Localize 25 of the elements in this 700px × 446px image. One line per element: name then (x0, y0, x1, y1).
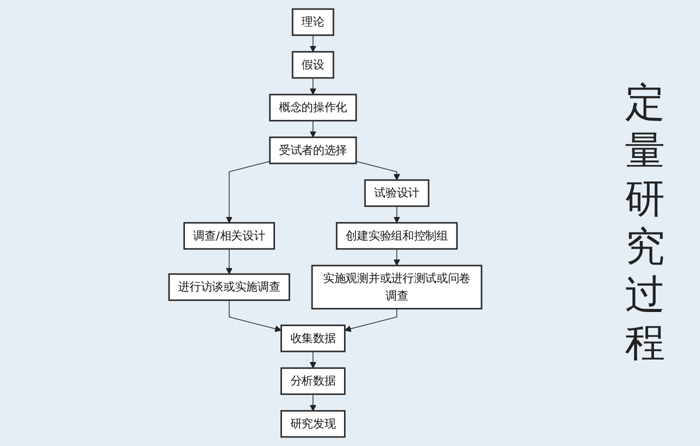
arrow (393, 248, 400, 266)
arrow (355, 160, 400, 180)
node-box: 试验设计 (364, 179, 430, 207)
node-box: 实施观测并或进行测试或问卷调查 (311, 264, 482, 310)
arrow (393, 206, 400, 224)
arrow (228, 300, 282, 332)
arrow (309, 78, 316, 95)
arrow (226, 160, 270, 224)
arrow (309, 34, 316, 52)
title: 定量研究过程 (624, 79, 666, 367)
arrow (309, 120, 316, 138)
node-box: 进行访谈或实施调查 (168, 273, 290, 301)
node-box: 受试者的选择 (268, 136, 357, 164)
arrow (344, 308, 397, 332)
node-box: 收集数据 (280, 324, 346, 352)
node-box: 理论 (292, 8, 334, 36)
arrow (309, 351, 316, 368)
node-box: 假设 (292, 51, 334, 79)
arrow (309, 394, 316, 412)
node-box: 分析数据 (280, 367, 346, 395)
node-box: 调查/相关设计 (183, 222, 275, 250)
node-box: 研究发现 (280, 410, 346, 438)
node-box: 创建实验组和控制组 (336, 222, 458, 250)
node-box: 概念的操作化 (268, 94, 357, 122)
arrow (226, 248, 232, 274)
